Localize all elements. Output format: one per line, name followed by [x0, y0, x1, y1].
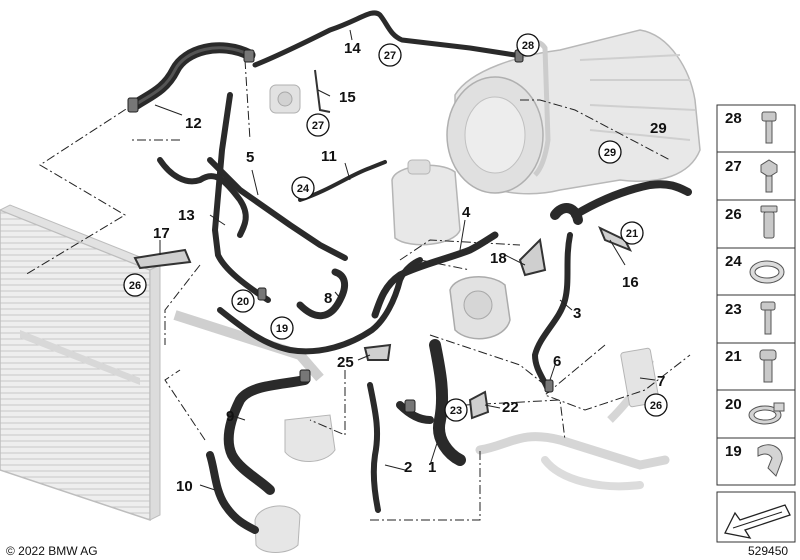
- direction-arrow-icon: [724, 504, 791, 539]
- svg-text:29: 29: [604, 147, 616, 159]
- circled-20: 20: [231, 289, 255, 313]
- panel-item-19: 19: [725, 443, 742, 460]
- callout-16: 16: [622, 274, 639, 291]
- circled-27-mid: 27: [306, 113, 330, 137]
- svg-text:27: 27: [384, 50, 396, 62]
- callout-8: 8: [324, 290, 332, 307]
- radiator: [0, 204, 162, 522]
- circled-27-top: 27: [378, 43, 402, 67]
- callout-7: 7: [657, 373, 665, 390]
- callout-2: 2: [404, 459, 412, 476]
- callout-22: 22: [502, 399, 519, 416]
- callout-4: 4: [462, 204, 471, 221]
- panel-item-24: 24: [725, 253, 742, 270]
- svg-text:28: 28: [522, 40, 534, 52]
- callout-29-plain: 29: [650, 120, 667, 137]
- panel-item-26: 26: [725, 206, 742, 223]
- svg-text:21: 21: [626, 228, 638, 240]
- svg-text:19: 19: [276, 323, 288, 335]
- callout-15: 15: [339, 89, 356, 106]
- circled-28: 28: [516, 33, 540, 57]
- panel-item-27: 27: [725, 158, 742, 175]
- band-clamp-icon: [749, 260, 785, 284]
- svg-text:26: 26: [129, 280, 141, 292]
- callout-13: 13: [178, 207, 195, 224]
- clamps: [127, 49, 554, 413]
- callout-3: 3: [573, 305, 581, 322]
- callout-25: 25: [337, 354, 354, 371]
- coolant-pump: [449, 276, 511, 340]
- circled-26-left: 26: [123, 273, 147, 297]
- nut-insert-icon: [760, 205, 778, 239]
- panel-item-21: 21: [725, 348, 742, 365]
- hex-bolt-icon: [760, 159, 778, 193]
- expansion-tank: [391, 159, 461, 246]
- circled-23: 23: [444, 398, 468, 422]
- circled-29: 29: [598, 140, 622, 164]
- svg-text:26: 26: [650, 400, 662, 412]
- bolt-icon: [760, 301, 776, 335]
- copyright-text: © 2022 BMW AG: [6, 544, 98, 558]
- callout-11: 11: [321, 148, 337, 165]
- leader-lines: [24, 59, 691, 521]
- callout-1: 1: [428, 459, 436, 476]
- callout-5: 5: [246, 149, 254, 166]
- circled-19: 19: [270, 316, 294, 340]
- panel-item-28: 28: [725, 110, 742, 127]
- circled-callouts: 28 27 27 24 29 21 26 20: [123, 33, 668, 422]
- grey-pipes-lower-right: [475, 347, 670, 491]
- spring-clip-icon: [757, 444, 783, 477]
- valve-upper: [269, 84, 301, 114]
- callout-6: 6: [553, 353, 561, 370]
- socket-screw-icon: [759, 349, 777, 383]
- circled-24: 24: [291, 176, 315, 200]
- callout-numbers: 12 14 15 5 11 13 17 4 18 16 8 3 25 6 7 9…: [153, 40, 667, 495]
- hose-clamp-icon: [748, 402, 785, 425]
- svg-text:20: 20: [237, 296, 249, 308]
- callout-17: 17: [153, 225, 170, 242]
- diagram-id: 529450: [748, 544, 788, 558]
- valve-lower: [254, 414, 336, 553]
- callout-10: 10: [176, 478, 193, 495]
- brackets: [133, 69, 633, 420]
- hoses: [129, 10, 692, 534]
- svg-text:24: 24: [297, 183, 310, 195]
- circled-26-right: 26: [644, 393, 668, 417]
- callout-12: 12: [185, 115, 202, 132]
- svg-text:23: 23: [450, 405, 462, 417]
- circled-21: 21: [620, 221, 644, 245]
- transmission: [446, 29, 701, 195]
- callout-9: 9: [226, 408, 234, 425]
- callout-pointers: [154, 29, 656, 491]
- panel-item-23: 23: [725, 301, 742, 318]
- panel-item-20: 20: [725, 396, 742, 413]
- svg-text:27: 27: [312, 120, 324, 132]
- grey-pipe-lower-left: [173, 310, 324, 382]
- callout-18: 18: [490, 250, 507, 267]
- parts-panel: 28 27 26 24 23 21 20 19: [716, 104, 796, 543]
- callout-14: 14: [344, 40, 361, 57]
- screw-icon: [761, 111, 777, 144]
